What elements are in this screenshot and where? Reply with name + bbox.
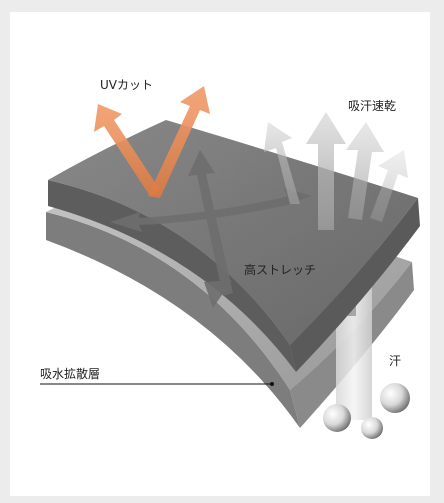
sweat-label: 汗	[389, 354, 402, 368]
uv-cut-label: UVカット	[100, 78, 153, 92]
absorb-layer-leader	[40, 382, 274, 386]
uv-cut-arrows	[94, 86, 210, 198]
sweat-droplets	[323, 383, 410, 439]
absorb-diffuse-layer-label: 吸水拡散層	[40, 367, 101, 381]
quick-dry-label: 吸汗速乾	[348, 99, 397, 113]
high-stretch-label: 高ストレッチ	[244, 263, 317, 277]
quick-dry-arrows	[264, 112, 408, 230]
